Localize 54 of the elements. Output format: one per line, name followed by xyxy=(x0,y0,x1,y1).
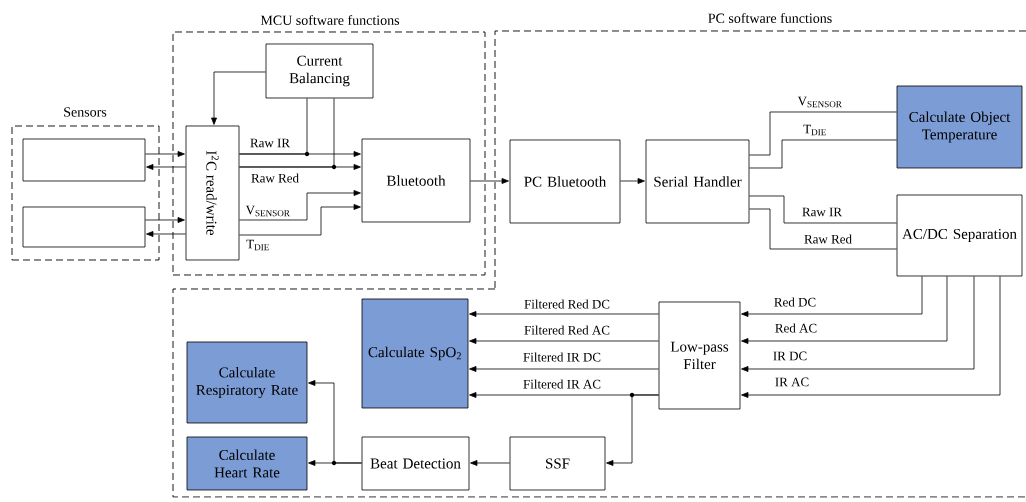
arrow xyxy=(146,164,186,170)
result-box: Calculate Object Temperature xyxy=(896,85,1023,169)
edge-label: Raw IR xyxy=(800,206,844,218)
result-box: Calculate SpO$_{2}$ xyxy=(361,298,469,409)
arrow xyxy=(469,338,659,344)
process-box: Beat Detection xyxy=(361,436,470,491)
edge-label: V$_{SENSOR}$ xyxy=(244,204,292,218)
arrow xyxy=(741,276,948,344)
arrow xyxy=(470,178,509,184)
arrow xyxy=(469,311,659,317)
edge-label: T$_{DIE}$ xyxy=(802,123,828,137)
arrow xyxy=(145,151,185,157)
result-box: Calculate Respiratory Rate xyxy=(186,341,308,424)
arrow xyxy=(470,460,510,466)
group-frame: Sensors xyxy=(11,107,160,261)
edge-label: Raw Red xyxy=(250,172,300,184)
edge-label: Filtered Red AC xyxy=(523,324,611,336)
process-box: Bluetooth xyxy=(361,138,471,223)
edge-label: Raw IR xyxy=(248,137,292,149)
process-box: Serial Handler xyxy=(645,139,750,224)
arrow xyxy=(239,190,361,221)
arrow xyxy=(239,204,361,236)
edge-label: T$_{DIE}$ xyxy=(245,238,271,252)
empty-box xyxy=(22,206,146,248)
arrow xyxy=(620,178,645,184)
group-frame xyxy=(172,288,1026,498)
arrow xyxy=(469,366,659,372)
edge-label: Filtered IR DC xyxy=(522,351,602,363)
process-box: PC Bluetooth xyxy=(509,139,621,224)
arrow xyxy=(741,276,1001,398)
arrow xyxy=(146,231,186,237)
process-box: AC/DC Separation xyxy=(896,194,1023,277)
edge-label: IR AC xyxy=(773,376,811,388)
arrow xyxy=(741,276,975,372)
arrow xyxy=(741,276,923,317)
arrow xyxy=(145,217,185,223)
process-box: SSF xyxy=(509,436,606,491)
node-label: MCU software functions xyxy=(260,14,400,25)
arrow xyxy=(211,71,266,125)
arrow xyxy=(308,380,362,464)
arrow xyxy=(606,394,659,466)
edge-label: Raw Red xyxy=(803,233,853,245)
edge-label: V$_{SENSOR}$ xyxy=(796,95,844,109)
edge-label: Filtered Red DC xyxy=(523,298,611,310)
empty-box xyxy=(22,138,146,182)
node-label: Sensors xyxy=(64,107,107,117)
edge-label: IR DC xyxy=(771,350,809,362)
process-box: Current Balancing xyxy=(265,43,374,99)
edge-label: Filtered IR AC xyxy=(522,378,602,390)
process-box: Low-pass Filter xyxy=(658,301,741,410)
result-box: Calculate Heart Rate xyxy=(186,436,308,491)
edge-label: Red DC xyxy=(772,296,818,308)
edge-label: Red AC xyxy=(773,322,819,334)
process-box: I$^{2}$C read/write xyxy=(185,125,240,261)
